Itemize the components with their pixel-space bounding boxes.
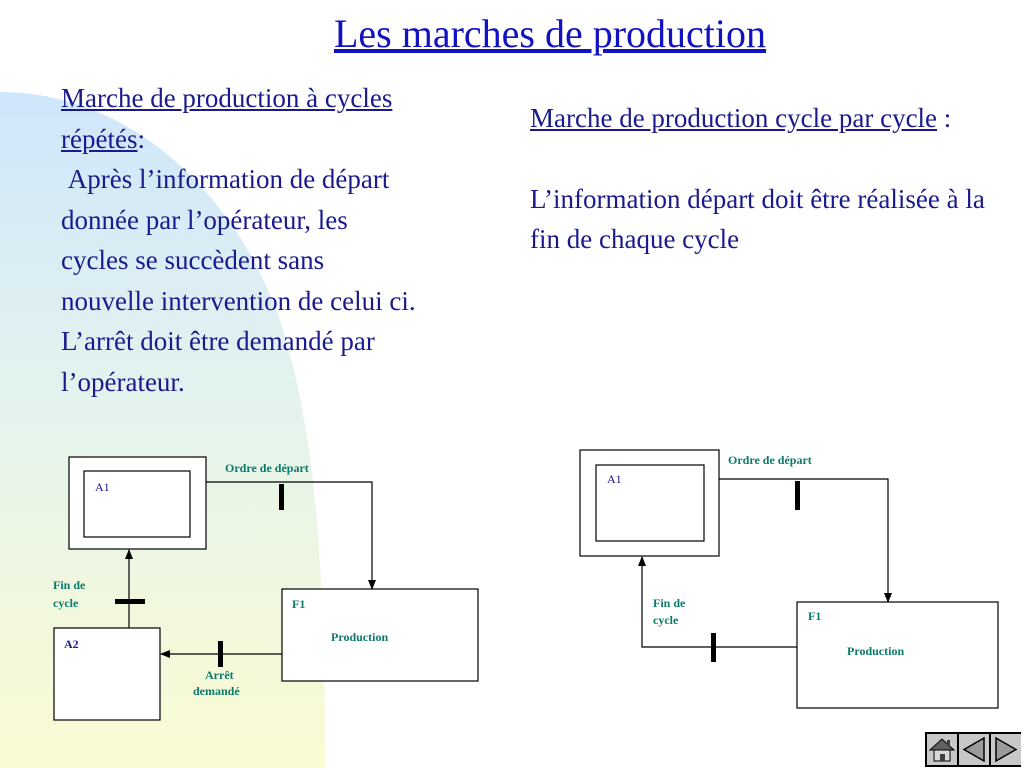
right-step-a1-inner	[595, 464, 705, 542]
left-cond-start: Ordre de départ	[225, 461, 309, 475]
left-cond-end-l2: cycle	[53, 596, 79, 610]
slide-title: Les marches de production	[333, 11, 767, 56]
right-heading: Marche de production cycle par cycle	[530, 103, 938, 133]
left-heading: Marche de production à cycles répétés	[61, 83, 393, 154]
left-transitions	[115, 484, 284, 667]
right-heading-line: Marche de production cycle par cycle :	[530, 98, 1000, 139]
right-text-block: Marche de production cycle par cycle : L…	[530, 98, 1000, 260]
right-grafcet	[579, 449, 999, 709]
slide-nav-bar	[925, 732, 1021, 767]
triangle-right-icon	[995, 736, 1018, 763]
right-body: L’information départ doit être réalisée …	[530, 183, 985, 255]
left-step-f1	[281, 588, 479, 682]
right-link-end	[638, 556, 797, 648]
right-heading-suffix: :	[937, 103, 952, 133]
next-slide-button[interactable]	[991, 734, 1021, 765]
home-icon	[928, 738, 956, 762]
left-step-a2	[53, 627, 161, 721]
left-transition-end	[115, 599, 145, 604]
right-transitions	[711, 481, 800, 662]
right-f1-action: Production	[847, 644, 904, 658]
left-heading-line: Marche de production à cycles répétés:	[61, 78, 421, 159]
left-step-a1-inner	[83, 470, 191, 538]
left-body: Après l’information de départ donnée par…	[61, 164, 423, 397]
right-cond-end-l2: cycle	[653, 613, 679, 627]
left-cond-stop-l2: demandé	[193, 684, 240, 698]
right-cond-start: Ordre de départ	[728, 453, 812, 467]
right-labels: A1 F1 Production Ordre de départ Fin de …	[607, 453, 904, 658]
right-step-f1-label: F1	[808, 609, 821, 623]
left-transition-start	[279, 484, 284, 510]
left-step-f1-label: F1	[292, 597, 305, 611]
right-step-f1	[796, 601, 999, 709]
home-button[interactable]	[927, 734, 957, 765]
right-transition-start	[795, 481, 800, 510]
right-transition-end	[711, 633, 716, 662]
left-step-a1-label: A1	[95, 480, 110, 494]
triangle-left-icon	[962, 736, 985, 763]
left-text-block: Marche de production à cycles répétés: A…	[61, 78, 421, 402]
right-step-a1-label: A1	[607, 472, 622, 486]
left-step-a2-label: A2	[64, 637, 79, 651]
left-link-start	[206, 481, 376, 590]
left-heading-suffix: :	[137, 123, 145, 154]
right-link-start	[719, 478, 892, 603]
left-cond-stop-l1: Arrêt	[205, 668, 234, 682]
previous-slide-button[interactable]	[959, 734, 989, 765]
left-transition-stop	[218, 641, 223, 667]
left-labels: A1 A2 F1 Production Ordre de départ Fin …	[53, 461, 388, 698]
right-cond-end-l1: Fin de	[653, 596, 686, 610]
left-grafcet	[53, 456, 479, 721]
left-cond-end-l1: Fin de	[53, 578, 86, 592]
left-f1-action: Production	[331, 630, 388, 644]
